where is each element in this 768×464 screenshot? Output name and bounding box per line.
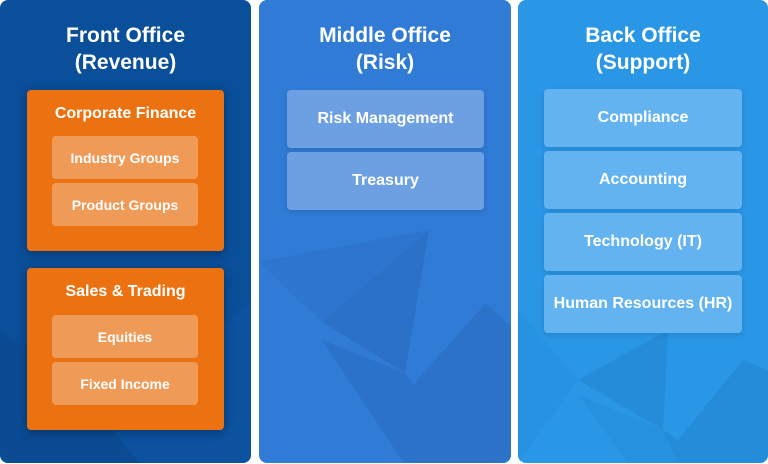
item-fixed-income[interactable]: Fixed Income: [52, 362, 198, 405]
item-risk-management[interactable]: Risk Management: [287, 90, 484, 148]
item-product-groups[interactable]: Product Groups: [52, 183, 198, 226]
item-treasury[interactable]: Treasury: [287, 152, 484, 210]
title-line-2: (Support): [595, 51, 691, 74]
item-equities[interactable]: Equities: [52, 315, 198, 358]
middle-office-column: Middle Office (Risk) Risk Management Tre…: [259, 0, 511, 463]
title-line-1: Middle Office: [319, 24, 451, 47]
item-industry-groups[interactable]: Industry Groups: [52, 136, 198, 179]
item-technology[interactable]: Technology (IT): [544, 213, 742, 271]
background-polygons: [259, 230, 511, 463]
back-office-title: Back Office (Support): [518, 22, 768, 76]
title-line-2: (Risk): [355, 51, 415, 74]
front-office-title: Front Office (Revenue): [0, 22, 251, 76]
group-title: Sales & Trading: [65, 283, 186, 300]
middle-office-title: Middle Office (Risk): [259, 22, 511, 76]
title-line-1: Front Office: [66, 24, 185, 47]
group-title: Corporate Finance: [54, 105, 197, 122]
front-office-column: Front Office (Revenue) Corporate Finance…: [0, 0, 251, 463]
back-office-column: Back Office (Support) Compliance Account…: [518, 0, 768, 463]
title-line-1: Back Office: [585, 24, 701, 47]
item-compliance[interactable]: Compliance: [544, 89, 742, 147]
group-sales-trading[interactable]: Sales & Trading Equities Fixed Income: [27, 268, 224, 430]
item-human-resources[interactable]: Human Resources (HR): [544, 275, 742, 333]
title-line-2: (Revenue): [74, 51, 177, 74]
background-polygons: [518, 310, 768, 463]
group-corporate-finance[interactable]: Corporate Finance Industry Groups Produc…: [27, 90, 224, 251]
item-accounting[interactable]: Accounting: [544, 151, 742, 209]
